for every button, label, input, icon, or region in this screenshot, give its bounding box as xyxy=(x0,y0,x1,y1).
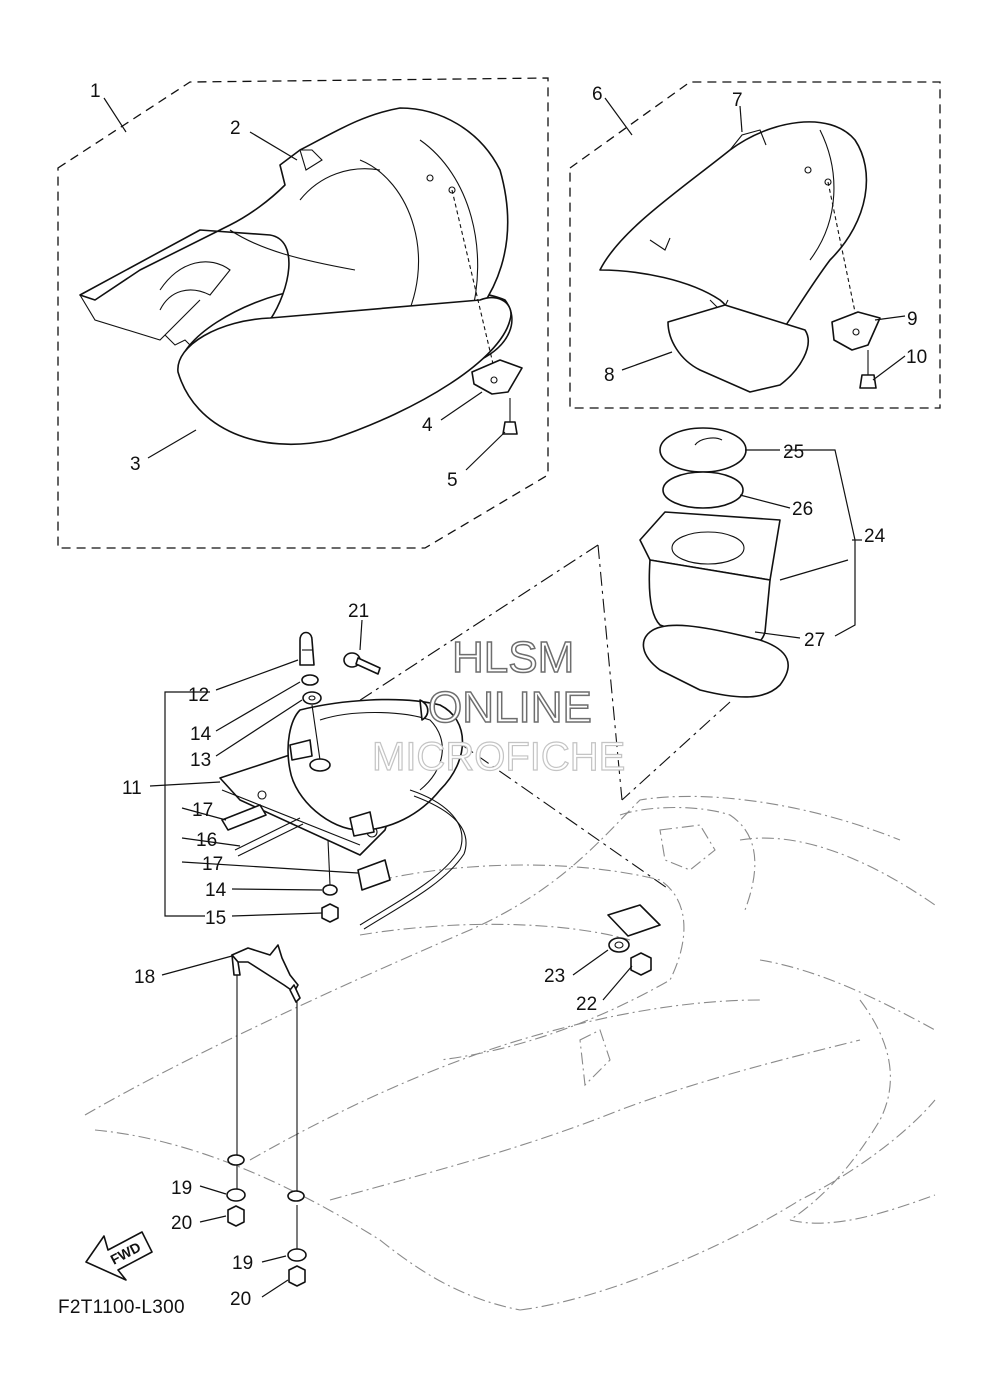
callout-26: 26 xyxy=(792,499,813,520)
washer-14-bottom xyxy=(322,884,338,896)
seat-5-bolt xyxy=(502,398,518,435)
callout-23: 23 xyxy=(544,966,565,987)
nut-20-left xyxy=(227,1205,245,1227)
washer-13 xyxy=(302,691,322,705)
washer-19-right xyxy=(287,1248,307,1262)
leader-lines xyxy=(103,97,906,1298)
bolt-15-axis xyxy=(327,839,331,886)
callout-21: 21 xyxy=(348,601,369,622)
callout-9: 9 xyxy=(907,309,918,330)
fwd-arrow-icon: FWD xyxy=(85,1231,153,1281)
callout-4: 4 xyxy=(422,415,433,436)
seat-9-bracket xyxy=(831,311,881,351)
watermark-line-3: MICROFICHE xyxy=(372,735,625,779)
callout-14-bottom: 14 xyxy=(205,880,227,901)
nut-22 xyxy=(630,952,652,976)
bolt-12 xyxy=(299,631,315,666)
grommet-23 xyxy=(608,937,630,953)
callout-6: 6 xyxy=(592,84,603,105)
bolt-12-axis xyxy=(311,704,321,761)
seat-7-rear xyxy=(599,121,868,381)
callout-24: 24 xyxy=(864,526,886,547)
nut-20-right xyxy=(288,1265,306,1287)
watermark-line-1: HLSM xyxy=(452,633,574,682)
callout-16: 16 xyxy=(196,830,217,851)
callout-17-top: 17 xyxy=(192,800,213,821)
seat-10-bolt xyxy=(859,350,877,389)
grommet-center xyxy=(309,758,331,772)
pad-hull xyxy=(607,904,661,937)
callout-15: 15 xyxy=(205,908,226,929)
seat-6-group-boundary xyxy=(569,81,941,409)
gasket-27 xyxy=(642,624,789,698)
callout-7: 7 xyxy=(732,90,743,111)
container-assembly-line-3 xyxy=(621,701,731,801)
nut-15 xyxy=(321,903,339,923)
container-assembly-line xyxy=(344,544,599,711)
callout-19-right: 19 xyxy=(232,1253,253,1274)
callout-20-left: 20 xyxy=(171,1213,192,1234)
grommet-hull-right xyxy=(287,1190,305,1202)
seat-3-gasket xyxy=(177,296,512,446)
holder-assembly-line xyxy=(454,739,671,891)
callout-18: 18 xyxy=(134,967,155,988)
callout-13: 13 xyxy=(190,750,211,771)
callout-17-bottom: 17 xyxy=(202,854,223,875)
callout-5: 5 xyxy=(447,470,458,491)
callout-3: 3 xyxy=(130,454,141,475)
callout-20-right: 20 xyxy=(230,1289,251,1310)
callout-14-top: 14 xyxy=(190,724,212,745)
container-assembly-line-2 xyxy=(597,544,623,801)
callout-2: 2 xyxy=(230,118,241,139)
screw-21 xyxy=(343,652,381,675)
bracket-18 xyxy=(231,944,301,1003)
callout-27: 27 xyxy=(804,630,825,651)
seat-1-bolt-axis xyxy=(451,189,495,369)
seat-1-group-boundary xyxy=(57,77,549,549)
strap-16 xyxy=(234,789,467,930)
callout-22: 22 xyxy=(576,994,597,1015)
washer-19-left xyxy=(226,1188,246,1202)
callout-19-left: 19 xyxy=(171,1178,192,1199)
washer-14-top xyxy=(301,674,319,686)
seat-4-bracket xyxy=(471,359,523,395)
hull-outline xyxy=(84,795,936,1311)
callout-25: 25 xyxy=(783,442,804,463)
diagram-code: F2T1100-L300 xyxy=(58,1297,185,1318)
callout-12: 12 xyxy=(188,685,209,706)
cap-25 xyxy=(659,427,747,473)
grommet-hull-left xyxy=(227,1154,245,1166)
callout-1: 1 xyxy=(90,81,101,102)
o-ring-26 xyxy=(662,471,744,509)
pad-17 xyxy=(221,804,391,891)
seat-6-bolt-axis xyxy=(827,181,861,337)
callout-10: 10 xyxy=(906,347,927,368)
callout-11: 11 xyxy=(122,778,142,799)
seat-8-gasket xyxy=(667,304,809,393)
watermark-line-2: ONLINE xyxy=(428,683,592,732)
callout-8: 8 xyxy=(604,365,615,386)
